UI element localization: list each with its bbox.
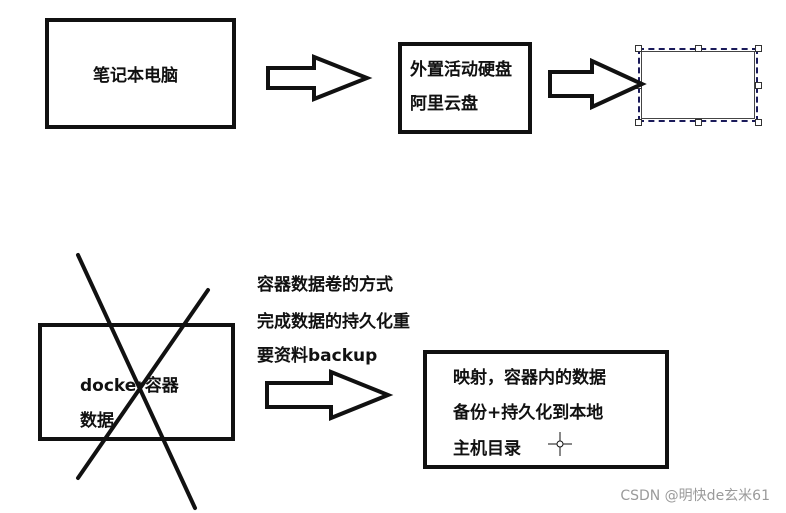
mapping-box — [423, 350, 669, 469]
note-line3: 要资料backup — [257, 346, 378, 366]
selection-handle[interactable] — [755, 45, 762, 52]
selection-handle[interactable] — [635, 119, 642, 126]
note-line1: 容器数据卷的方式 — [257, 275, 393, 295]
note-line2: 完成数据的持久化重 — [257, 312, 410, 332]
laptop-box — [45, 18, 236, 129]
laptop-label: 笔记本电脑 — [93, 66, 178, 86]
mapping-label-line3: 主机目录 — [453, 439, 521, 459]
external-storage-box — [398, 42, 532, 134]
cross-out-line — [76, 288, 210, 480]
arrow-storage-to-empty-box — [548, 57, 647, 111]
selection-handle[interactable] — [695, 119, 702, 126]
cross-out-line — [76, 253, 197, 510]
external-storage-label-line1: 外置活动硬盘 — [410, 60, 512, 80]
mapping-label-line1: 映射，容器内的数据 — [453, 368, 606, 388]
arrow-docker-to-mapping — [265, 369, 394, 421]
docker-label-line1: docker容器 — [80, 376, 179, 396]
watermark: CSDN @明快de玄米61 — [620, 488, 770, 504]
mapping-label-line2: 备份+持久化到本地 — [453, 403, 604, 423]
selection-handle[interactable] — [695, 45, 702, 52]
selection-handle[interactable] — [755, 119, 762, 126]
crosshair-cursor-icon — [548, 432, 572, 456]
arrow-laptop-to-storage — [266, 54, 373, 102]
external-storage-label-line2: 阿里云盘 — [410, 94, 478, 114]
docker-label-line2: 数据 — [80, 411, 114, 431]
selection-handle[interactable] — [635, 45, 642, 52]
selection-handle[interactable] — [755, 82, 762, 89]
